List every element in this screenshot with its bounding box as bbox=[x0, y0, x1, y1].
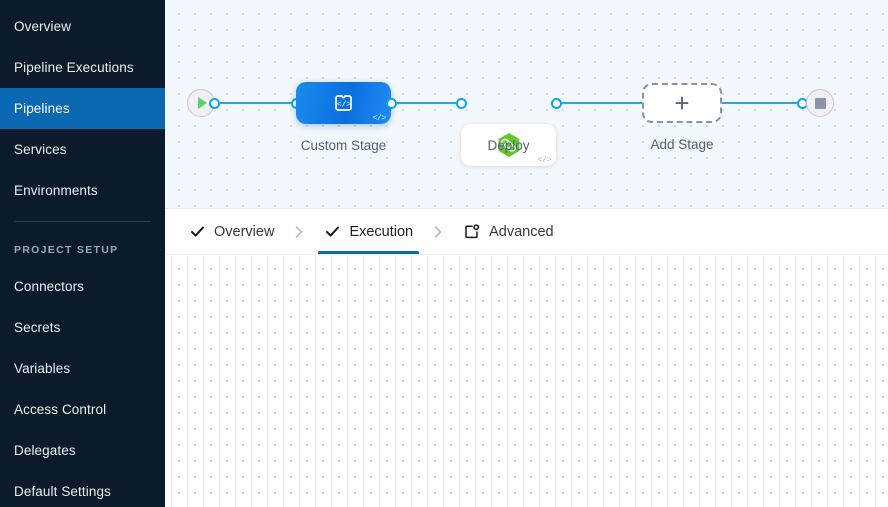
sidebar-item-label: Access Control bbox=[14, 402, 107, 417]
sidebar-item-label: Pipelines bbox=[14, 101, 70, 116]
stage-node-deploy[interactable]: </> bbox=[461, 124, 556, 166]
sidebar-item-label: Delegates bbox=[14, 443, 76, 458]
sidebar-item-label: Services bbox=[14, 142, 67, 157]
stage-label-custom-stage: Custom Stage bbox=[300, 138, 387, 153]
sidebar-item-pipeline-executions[interactable]: Pipeline Executions bbox=[0, 47, 165, 88]
sidebar-item-pipelines[interactable]: Pipelines bbox=[0, 88, 165, 129]
sidebar-item-delegates[interactable]: Delegates bbox=[0, 430, 165, 471]
sidebar-item-access-control[interactable]: Access Control bbox=[0, 389, 165, 430]
sidebar-divider bbox=[14, 221, 151, 222]
custom-stage-icon: </> bbox=[334, 95, 352, 111]
tab-overview[interactable]: Overview bbox=[177, 209, 286, 254]
chevron-right-icon bbox=[296, 225, 303, 238]
svg-text:</>: </> bbox=[336, 100, 351, 109]
stage-graph-canvas[interactable]: </> </> Custom Stage </> Deploy + bbox=[165, 0, 888, 208]
connector-start-to-custom-stage bbox=[219, 102, 297, 104]
pipeline-start-node[interactable] bbox=[187, 89, 215, 117]
tab-separator bbox=[286, 209, 312, 254]
stage-code-badge: </> bbox=[537, 156, 551, 165]
tab-label: Overview bbox=[214, 223, 275, 240]
add-stage-button[interactable]: + bbox=[642, 83, 722, 123]
sidebar-item-secrets[interactable]: Secrets bbox=[0, 307, 165, 348]
sidebar-item-variables[interactable]: Variables bbox=[0, 348, 165, 389]
sidebar-item-label: Variables bbox=[14, 361, 71, 376]
sidebar-item-default-settings[interactable]: Default Settings bbox=[0, 471, 165, 507]
stage-config-tabs: Overview Execution bbox=[165, 208, 888, 255]
connector-custom-stage-to-deploy bbox=[396, 102, 462, 104]
sidebar-item-connectors[interactable]: Connectors bbox=[0, 266, 165, 307]
advanced-settings-icon bbox=[465, 223, 480, 238]
stage-label-deploy: Deploy bbox=[487, 138, 530, 153]
pipeline-end-node[interactable] bbox=[806, 89, 834, 117]
sidebar-item-label: Default Settings bbox=[14, 484, 111, 499]
sidebar-item-label: Secrets bbox=[14, 320, 61, 335]
deploy-input-port[interactable] bbox=[456, 98, 467, 109]
check-icon bbox=[191, 226, 204, 237]
sidebar-item-overview[interactable]: Overview bbox=[0, 6, 165, 47]
sidebar-item-label: Connectors bbox=[14, 279, 85, 294]
tab-label: Execution bbox=[349, 223, 414, 240]
sidebar-item-environments[interactable]: Environments bbox=[0, 170, 165, 211]
step-graph-canvas[interactable]: ||| </> Stage Group Template + Add Step bbox=[165, 255, 888, 507]
sidebar-item-label: Pipeline Executions bbox=[14, 60, 134, 75]
sidebar-section-project-setup: PROJECT SETUP bbox=[14, 244, 119, 256]
stage-node-custom-stage[interactable]: </> </> bbox=[296, 82, 391, 124]
chevron-right-icon bbox=[434, 225, 442, 238]
play-icon bbox=[198, 97, 207, 109]
sidebar-item-services[interactable]: Services bbox=[0, 129, 165, 170]
add-stage-label: Add Stage bbox=[650, 137, 714, 152]
connector-deploy-to-add-stage bbox=[561, 102, 645, 104]
sidebar-item-label: Environments bbox=[14, 183, 98, 198]
stage-code-badge: </> bbox=[372, 114, 386, 123]
tab-separator bbox=[425, 209, 451, 254]
stop-icon bbox=[814, 97, 826, 109]
check-icon bbox=[326, 226, 340, 237]
tab-advanced[interactable]: Advanced bbox=[451, 209, 566, 254]
sidebar-item-label: Overview bbox=[14, 19, 72, 34]
left-sidebar-navigation: Overview Pipeline Executions Pipelines S… bbox=[0, 0, 165, 507]
main-content: </> </> Custom Stage </> Deploy + bbox=[165, 0, 888, 507]
deploy-hexagon-icon bbox=[498, 133, 519, 157]
tab-execution[interactable]: Execution bbox=[312, 209, 425, 254]
tab-label: Advanced bbox=[489, 223, 554, 240]
connector-add-stage-to-end bbox=[722, 102, 803, 104]
plus-icon: + bbox=[674, 88, 690, 118]
